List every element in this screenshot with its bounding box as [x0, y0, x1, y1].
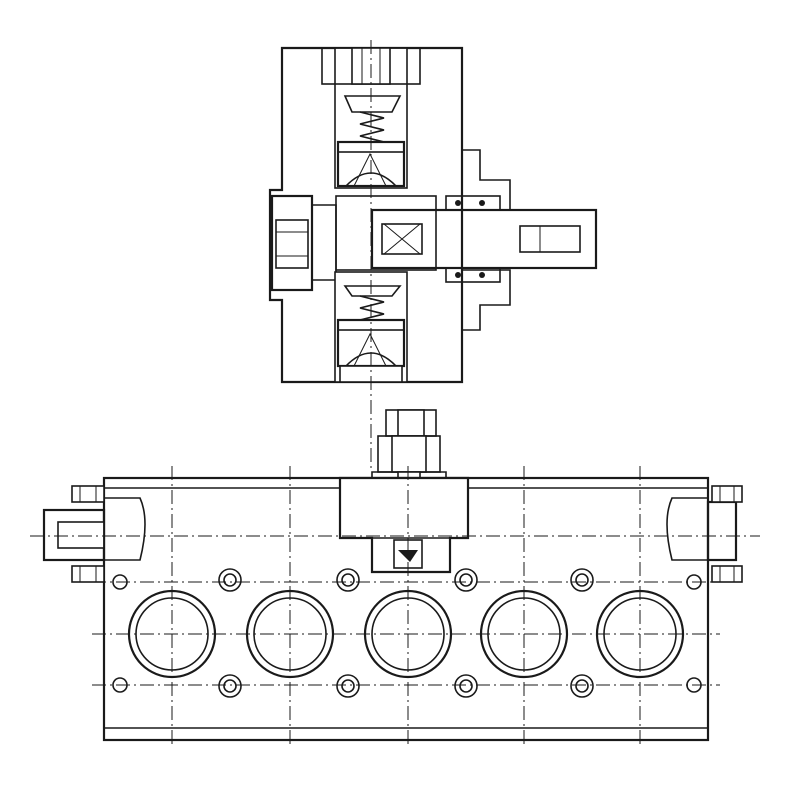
port-2 [245, 589, 335, 679]
shaft-seal-top [445, 195, 501, 211]
left-plug [270, 194, 314, 292]
port-5 [595, 589, 685, 679]
bolt-holes-upper [112, 568, 702, 592]
top-section-view [268, 46, 598, 384]
manifold-block [30, 466, 760, 748]
port-3 [363, 589, 453, 679]
lower-spring [359, 295, 385, 321]
port-1 [127, 589, 217, 679]
port-4 [479, 589, 569, 679]
body-flange [461, 149, 511, 211]
bolt-holes-lower [112, 674, 702, 698]
upper-spring [359, 111, 385, 143]
left-side-fitting [42, 485, 146, 583]
shaft-seal-bottom [445, 267, 501, 283]
right-side-fitting [666, 485, 743, 583]
